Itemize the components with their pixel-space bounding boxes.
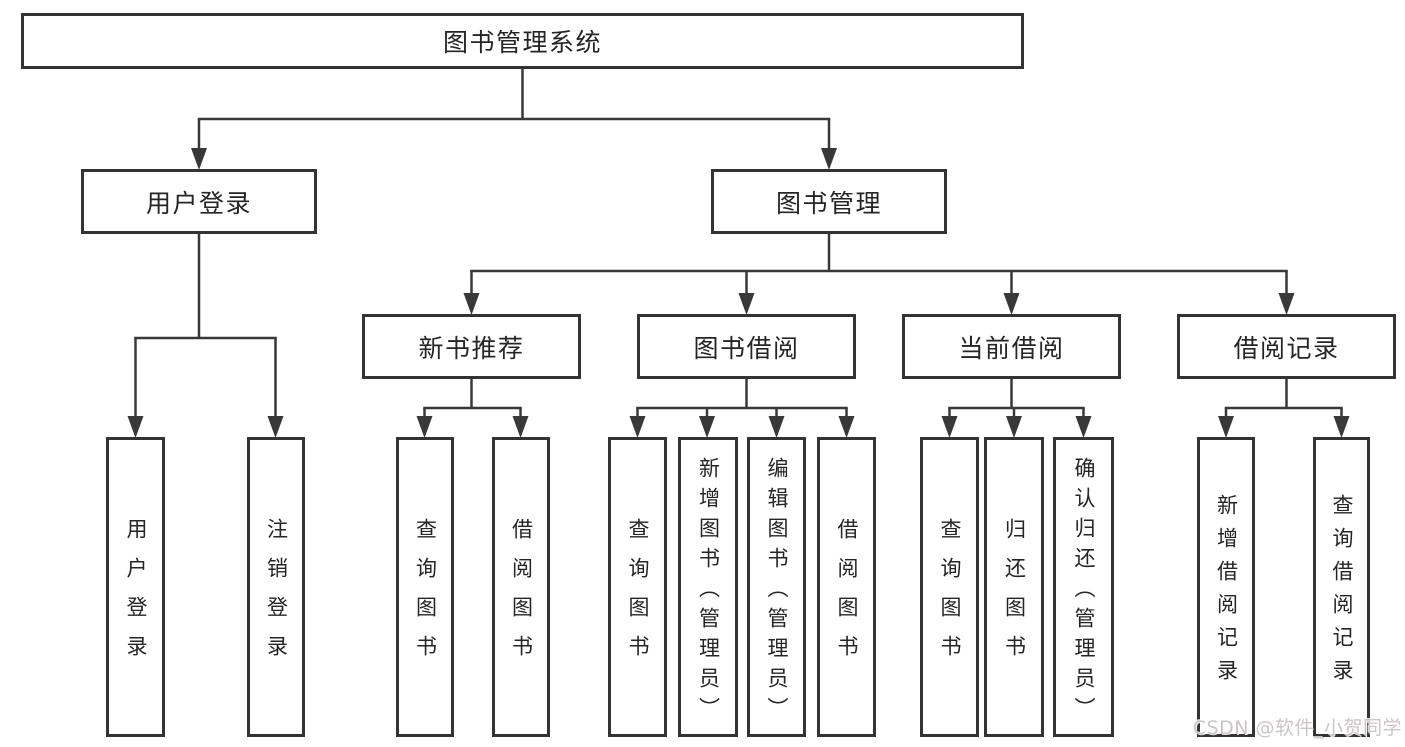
leaf-current-return-books: 归还图书	[984, 437, 1044, 737]
leaf-recommend-borrow-books: 借阅图书	[492, 437, 550, 737]
node-user-login: 用户登录	[81, 169, 317, 234]
leaf-recommend-query-books: 查询图书	[396, 437, 454, 737]
node-label: 当前借阅	[958, 333, 1065, 363]
node-label: 图书借阅	[693, 333, 800, 363]
node-current-borrowing: 当前借阅	[902, 314, 1121, 379]
leaf-borrowing-edit-books-admin: 编辑图书（管理员）	[747, 437, 806, 737]
node-new-book-recommendation: 新书推荐	[362, 314, 581, 379]
node-label: 图书管理系统	[442, 28, 602, 57]
leaf-borrowing-query-books: 查询图书	[608, 437, 667, 737]
node-label: 借阅记录	[1233, 333, 1340, 363]
leaf-borrowing-add-books-admin: 新增图书（管理员）	[678, 437, 738, 737]
node-label: 确认归还（管理员）	[1072, 456, 1096, 727]
leaf-borrowing-borrow-books: 借阅图书	[817, 437, 876, 737]
node-label: 新书推荐	[418, 333, 525, 363]
leaf-current-confirm-return-admin: 确认归还（管理员）	[1053, 437, 1114, 737]
node-book-management: 图书管理	[711, 169, 947, 234]
node-label: 借阅图书	[835, 518, 859, 674]
csdn-watermark: CSDN @软件_小贺同学	[1192, 717, 1402, 739]
node-book-borrowing: 图书借阅	[637, 314, 856, 379]
leaf-records-add-borrow-record: 新增借阅记录	[1197, 437, 1255, 737]
node-label: 图书管理	[775, 188, 882, 218]
node-label: 用户登录	[124, 518, 148, 674]
node-label: 编辑图书（管理员）	[765, 456, 789, 727]
node-label: 借阅图书	[509, 518, 534, 674]
leaf-records-query-borrow-record: 查询借阅记录	[1313, 437, 1370, 737]
node-label: 新增图书（管理员）	[696, 456, 721, 727]
node-borrowing-records: 借阅记录	[1177, 314, 1396, 379]
node-label: 查询借阅记录	[1330, 494, 1354, 692]
leaf-user-login: 用户登录	[106, 437, 165, 737]
leaf-current-query-books: 查询图书	[920, 437, 979, 737]
node-label: 归还图书	[1002, 518, 1027, 674]
node-label: 查询图书	[938, 518, 962, 674]
node-label: 注销登录	[264, 518, 289, 674]
node-root-library-system: 图书管理系统	[21, 13, 1024, 69]
leaf-logout: 注销登录	[247, 437, 305, 737]
node-label: 查询图书	[626, 518, 650, 674]
node-label: 查询图书	[413, 518, 438, 674]
node-label: 新增借阅记录	[1214, 494, 1239, 692]
node-label: 用户登录	[145, 188, 252, 218]
